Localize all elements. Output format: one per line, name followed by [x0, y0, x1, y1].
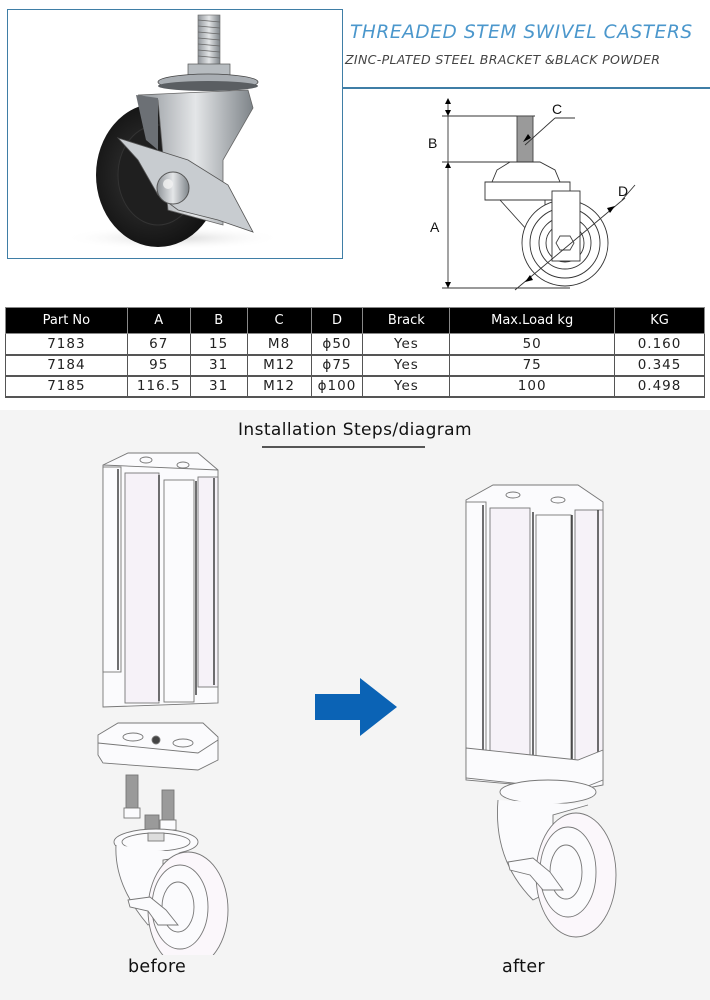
product-title: THREADED STEM SWIVEL CASTERS	[350, 22, 693, 43]
col-header-d: D	[310, 307, 364, 334]
product-photo-frame	[7, 9, 343, 259]
cell-weight: 0.498	[614, 375, 705, 398]
installation-section: Installation Steps/diagram	[0, 410, 710, 1000]
cell-a: 67	[126, 333, 191, 356]
dimension-drawing: B A C D	[428, 98, 636, 291]
cell-d: ϕ75	[310, 354, 364, 377]
cell-b: 31	[189, 354, 248, 377]
cell-a: 116.5	[126, 375, 191, 398]
spec-table: Part No A B C D Brack Max.Load kg KG 718…	[5, 307, 705, 398]
cell-d: ϕ50	[310, 333, 364, 356]
col-header-c: C	[246, 307, 312, 334]
cell-d: ϕ100	[310, 375, 364, 398]
cell-weight: 0.160	[614, 333, 705, 356]
dim-label-c: C	[552, 101, 562, 117]
col-header-weight: KG	[614, 307, 705, 334]
spec-table-header: Part No A B C D Brack Max.Load kg KG	[5, 307, 705, 334]
cell-max-load: 100	[449, 375, 616, 398]
product-spec-section: THREADED STEM SWIVEL CASTERS ZINC-PLATED…	[0, 0, 710, 410]
header-divider-line	[343, 87, 710, 89]
swivel-caster-photo-icon	[63, 14, 283, 250]
dim-label-b: B	[428, 135, 437, 151]
cell-part-no: 7183	[5, 333, 128, 356]
table-row: 7185 116.5 31 M12 ϕ100 Yes 100 0.498	[5, 375, 705, 398]
table-row: 7184 95 31 M12 ϕ75 Yes 75 0.345	[5, 354, 705, 377]
cell-c: M8	[246, 333, 312, 356]
dim-label-a: A	[430, 219, 440, 235]
table-row: 7183 67 15 M8 ϕ50 Yes 50 0.160	[5, 333, 705, 356]
cell-c: M12	[246, 354, 312, 377]
product-subtitle: ZINC-PLATED STEEL BRACKET &BLACK POWDER	[345, 52, 661, 67]
col-header-part-no: Part No	[5, 307, 128, 334]
cell-c: M12	[246, 375, 312, 398]
installation-title-underline	[262, 446, 425, 448]
cell-b: 15	[189, 333, 248, 356]
after-label: after	[502, 957, 545, 977]
col-header-a: A	[126, 307, 191, 334]
cell-a: 95	[126, 354, 191, 377]
cell-b: 31	[189, 375, 248, 398]
col-header-max-load: Max.Load kg	[449, 307, 616, 334]
cell-max-load: 75	[449, 354, 616, 377]
after-assembled-diagram	[465, 484, 617, 938]
cell-max-load: 50	[449, 333, 616, 356]
dim-label-d: D	[618, 183, 628, 199]
before-exploded-diagram	[97, 452, 229, 955]
before-label: before	[128, 957, 187, 977]
right-arrow-icon	[315, 678, 397, 736]
cell-part-no: 7184	[5, 354, 128, 377]
col-header-brake: Brack	[362, 307, 451, 334]
cell-brake: Yes	[362, 333, 451, 356]
col-header-b: B	[189, 307, 248, 334]
cell-part-no: 7185	[5, 375, 128, 398]
cell-brake: Yes	[362, 375, 451, 398]
installation-title: Installation Steps/diagram	[238, 420, 472, 440]
cell-weight: 0.345	[614, 354, 705, 377]
cell-brake: Yes	[362, 354, 451, 377]
